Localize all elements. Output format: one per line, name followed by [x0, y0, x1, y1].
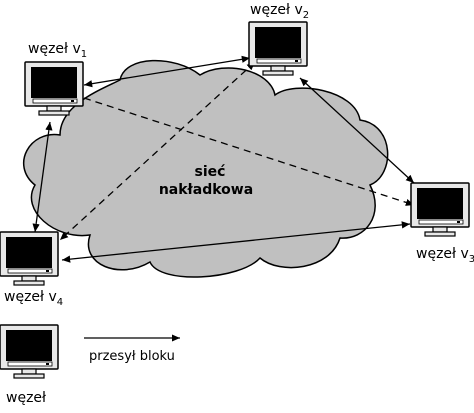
node-v3-computer-icon: [410, 182, 470, 237]
cloud-label-line1: sieć: [195, 164, 226, 180]
node-v2-computer-icon: [248, 21, 308, 76]
legend-node-label: węzeł: [6, 390, 46, 406]
legend-computer-icon: [0, 324, 59, 379]
transfer-arrow-v1-v4: [32, 121, 53, 233]
legend-arrow-label: przesył bloku: [89, 349, 175, 364]
overlay-link-v2-v4: [59, 61, 256, 241]
transfer-arrow-v3-v4: [61, 221, 411, 263]
node-v4-computer-icon: [0, 231, 59, 286]
transfer-arrow-v2-v3: [299, 77, 415, 184]
cloud-label-line2: nakładkowa: [159, 182, 253, 198]
node-v4-label: węzeł v4: [4, 289, 63, 308]
node-v1-label: węzeł v1: [28, 41, 87, 60]
node-v3-label: węzeł v3: [416, 246, 474, 265]
node-v2-label: węzeł v2: [250, 2, 309, 21]
